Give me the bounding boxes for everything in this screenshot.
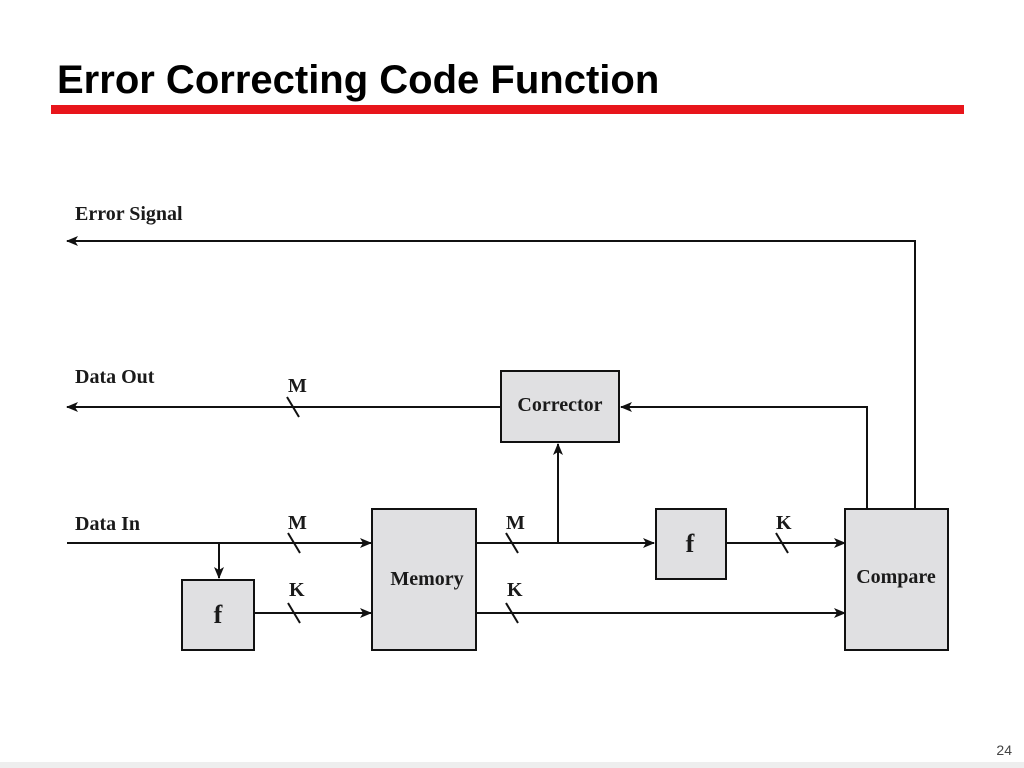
bus-slash-memory-data: [505, 532, 519, 554]
bus-width-f-to-compare: K: [776, 512, 792, 534]
compare-to-corrector-line: [620, 402, 868, 509]
footer-band: [0, 762, 1024, 768]
bus-width-input-check: K: [289, 579, 305, 601]
compare-block: Compare: [844, 508, 949, 651]
bus-slash-f-to-compare: [775, 532, 789, 554]
bus-slash-data-in: [287, 532, 301, 554]
f-input-label: f: [214, 600, 223, 629]
corrector-label: Corrector: [517, 394, 602, 416]
error-signal-line: [66, 236, 916, 509]
error-signal-label: Error Signal: [75, 203, 183, 225]
title-underline: [51, 105, 964, 114]
compare-label: Compare: [856, 566, 936, 588]
f-input-block: f: [181, 579, 255, 651]
corrector-block: Corrector: [500, 370, 620, 443]
bus-width-memory-check-out: K: [507, 579, 523, 601]
bus-slash-input-check: [287, 602, 301, 624]
bus-slash-data-out: [286, 396, 300, 418]
slide-title: Error Correcting Code Function: [57, 58, 660, 102]
data-out-label: Data Out: [75, 366, 155, 388]
memory-label: Memory: [390, 568, 463, 590]
bus-width-data-in: M: [288, 512, 307, 534]
bus-slash-memory-check: [505, 602, 519, 624]
memory-block: Memory: [371, 508, 477, 651]
bus-width-memory-data-out: M: [506, 512, 525, 534]
f-output-block: f: [655, 508, 727, 580]
bus-width-data-out: M: [288, 375, 307, 397]
f-output-label: f: [686, 529, 695, 558]
page-number: 24: [996, 742, 1012, 758]
data-in-label: Data In: [75, 513, 140, 535]
